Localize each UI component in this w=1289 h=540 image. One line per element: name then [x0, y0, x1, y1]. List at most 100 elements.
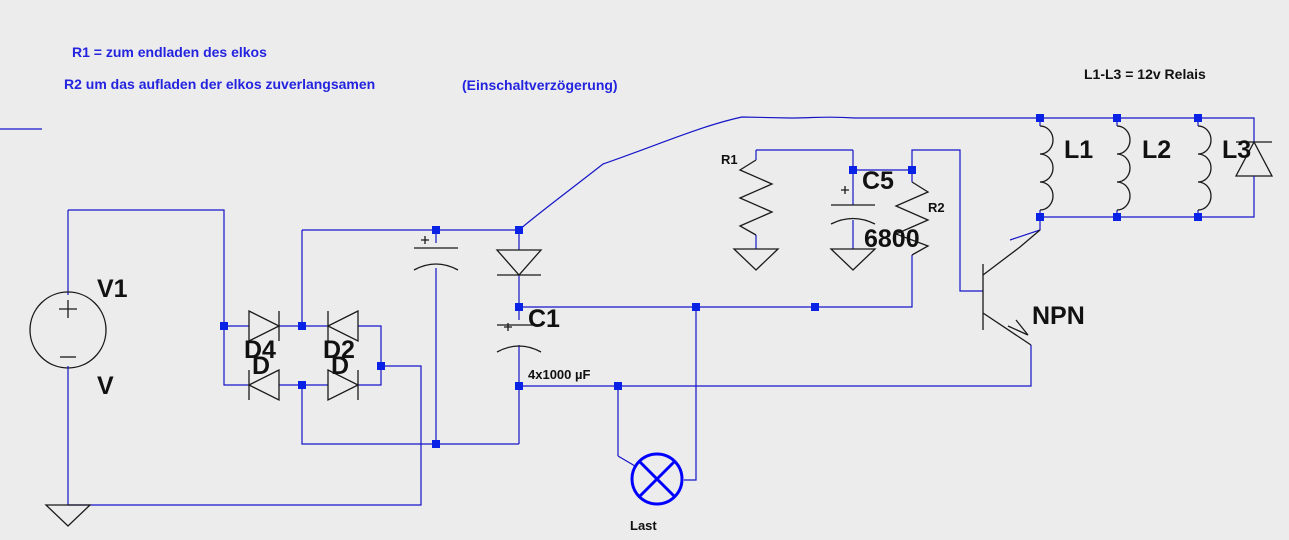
- plus-sign: [421, 236, 429, 244]
- junction: [1113, 114, 1121, 122]
- junction: [1036, 114, 1044, 122]
- label-last: Last: [630, 518, 657, 533]
- inductor-coil: [1039, 125, 1054, 211]
- note-relay: L1-L3 = 12v Relais: [1084, 66, 1206, 82]
- inductor-l2: [1116, 125, 1131, 211]
- voltage-source-v1: [29, 283, 107, 374]
- junction: [1113, 213, 1121, 221]
- note-r1: R1 = zum endladen des elkos: [72, 44, 267, 60]
- wire-hand-drawn: [518, 116, 1040, 231]
- wire: [684, 307, 697, 481]
- junction: [614, 382, 622, 390]
- diode-symbol: [326, 309, 359, 343]
- capacitor-c5: [830, 186, 876, 225]
- ground-icon: [732, 248, 780, 271]
- inductor-l3: [1197, 125, 1212, 211]
- wire: [1040, 177, 1255, 218]
- label-v1: V1: [97, 275, 128, 303]
- capacitor-plate-curved: [830, 217, 876, 225]
- diode-d-right: [327, 368, 360, 402]
- junction: [811, 303, 819, 311]
- label-l3: L3: [1222, 136, 1251, 164]
- junction: [1036, 213, 1044, 221]
- label-v: V: [97, 372, 114, 400]
- capacitor-left: [413, 236, 459, 271]
- label-c5: C5: [862, 167, 894, 195]
- junction: [908, 166, 916, 174]
- junction: [1194, 213, 1202, 221]
- ground-symbols: [44, 248, 877, 527]
- lamp-last: [617, 452, 684, 506]
- capacitor-c1: [496, 323, 542, 353]
- label-r2: R2: [928, 200, 945, 215]
- capacitor-plate-curved: [496, 345, 542, 353]
- wire: [301, 385, 519, 445]
- junction: [515, 382, 523, 390]
- note-r2: R2 um das aufladen der elkos zuverlangsa…: [64, 76, 375, 92]
- capacitor-plate-curved: [413, 263, 459, 271]
- wire: [519, 345, 1032, 387]
- emitter-arrow: [1007, 319, 1029, 336]
- transistor-emitter: [982, 312, 1032, 346]
- resistor-symbol: [738, 159, 774, 236]
- inductor-l1: [1039, 125, 1054, 211]
- label-c1: C1: [528, 305, 560, 333]
- diode-symbol: [247, 368, 280, 402]
- label-npn: NPN: [1032, 302, 1085, 330]
- label-d2: D2: [323, 336, 355, 364]
- diode-d-left: [247, 368, 280, 402]
- wire: [68, 209, 225, 326]
- junction: [377, 362, 385, 370]
- diode-d2: [326, 309, 359, 343]
- junction: [432, 440, 440, 448]
- transistor-collector: [982, 229, 1041, 276]
- label-l1: L1: [1064, 136, 1093, 164]
- resistor-symbol: [894, 181, 930, 256]
- plus-sign: [59, 300, 77, 318]
- diode-series: [495, 249, 543, 276]
- resistor-r2: [894, 181, 930, 256]
- junctions: [220, 114, 1202, 448]
- lamp-cross: [638, 460, 676, 498]
- diode-symbol: [495, 249, 543, 276]
- plus-sign: [504, 323, 512, 331]
- wire: [223, 326, 249, 386]
- inductor-coil: [1197, 125, 1212, 211]
- inductor-coil: [1116, 125, 1131, 211]
- wire: [617, 455, 636, 467]
- label-l2: L2: [1142, 136, 1171, 164]
- junction: [432, 226, 440, 234]
- junction: [298, 322, 306, 330]
- label-d4: D4: [244, 336, 276, 364]
- plus-sign: [841, 186, 849, 194]
- diode-d4: [248, 309, 281, 343]
- junction: [515, 226, 523, 234]
- label-d-left: D: [252, 352, 270, 380]
- diode-symbol: [248, 309, 281, 343]
- junction: [298, 381, 306, 389]
- label-d-right: D: [331, 352, 349, 380]
- wires: [0, 116, 1255, 506]
- wire: [1009, 217, 1041, 241]
- wire: [358, 325, 382, 386]
- lamp-symbol: [630, 452, 684, 506]
- wire: [519, 255, 913, 308]
- label-c5-value: 6800: [864, 225, 920, 253]
- ground-icon: [44, 504, 92, 527]
- junction: [692, 303, 700, 311]
- wire: [68, 365, 422, 506]
- resistor-r1: [738, 159, 774, 236]
- label-r1: R1: [721, 152, 738, 167]
- label-c1-value: 4x1000 µF: [528, 367, 590, 382]
- wire: [911, 149, 983, 292]
- wire: [1040, 117, 1255, 142]
- note-delay: (Einschaltverzögerung): [462, 77, 618, 93]
- diode-symbol: [327, 368, 360, 402]
- junction: [220, 322, 228, 330]
- junction: [849, 166, 857, 174]
- junction: [515, 303, 523, 311]
- diode-flyback: [1234, 140, 1274, 177]
- ground-icon: [829, 248, 877, 271]
